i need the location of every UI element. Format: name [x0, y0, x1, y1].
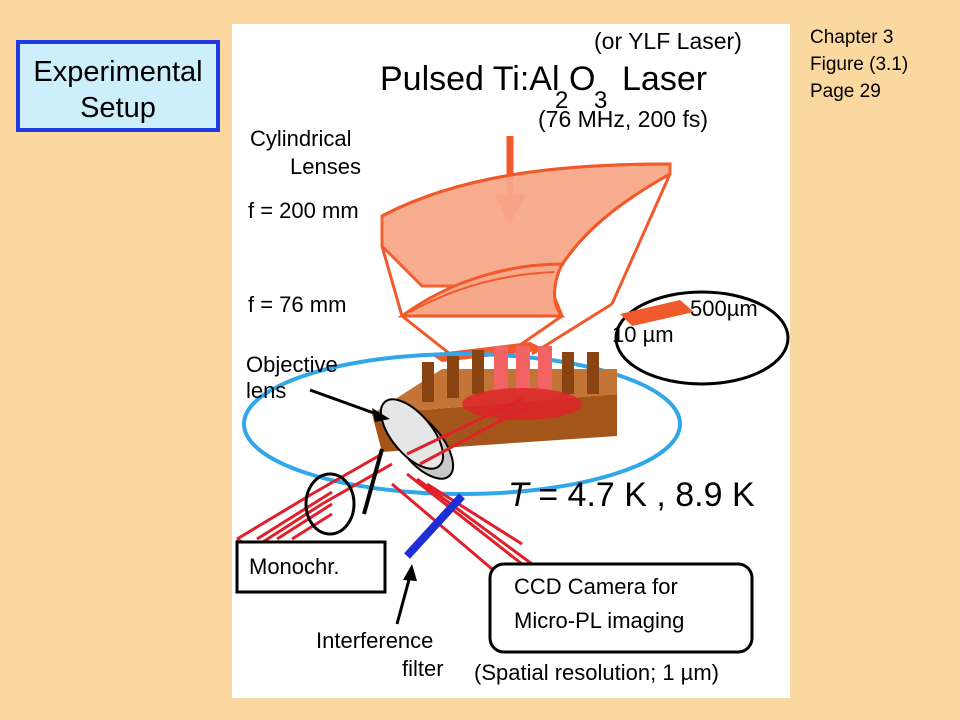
- temperature-label: T = 4.7 K , 8.9 K: [508, 476, 755, 515]
- cryostat-window: [242, 352, 682, 496]
- title-line-1: Experimental: [33, 56, 203, 88]
- spot-inset-shape: [620, 300, 694, 326]
- laser-subscript-2: 2: [555, 87, 569, 114]
- sample-ridges: [422, 350, 599, 402]
- setup-diagram: (or YLF Laser) Pulsed Ti:Al 2 O 3 Laser …: [232, 24, 790, 698]
- excited-ridges: [494, 346, 552, 392]
- chapter-label: Chapter 3: [810, 27, 894, 48]
- resolution-label: (Spatial resolution; 1 µm): [474, 660, 719, 685]
- objective-pointer: [309, 388, 383, 418]
- title-box: Experimental Setup: [16, 40, 220, 132]
- ccd-label-2: Micro-PL imaging: [514, 608, 685, 633]
- collection-lens: [304, 472, 356, 536]
- cylindrical-lens-76mm: [397, 262, 566, 318]
- spot-width-label: 10 µm: [612, 322, 674, 347]
- filter-pointer-head: [403, 564, 417, 581]
- temperature-symbol: T: [508, 476, 529, 514]
- interference-filter-shape: [404, 493, 465, 559]
- figure-label: Figure (3.1): [810, 54, 909, 75]
- laser-alt-label: (or YLF Laser): [594, 28, 742, 54]
- lens-lower-left: [401, 314, 451, 356]
- focal-length-200-label: f = 200 mm: [248, 198, 359, 223]
- frame-line-far: [610, 173, 672, 305]
- page-label: Page 29: [810, 81, 881, 102]
- objective-label-1: Objective: [246, 352, 338, 377]
- diagram-drawing: [235, 136, 790, 654]
- signal-beams: [236, 397, 533, 571]
- mono-beams: [256, 490, 333, 541]
- title-line-2: Setup: [80, 92, 156, 124]
- spot-inset: [614, 290, 790, 386]
- laser-name-o: O: [569, 60, 596, 98]
- spot-length-label: 500µm: [690, 296, 758, 321]
- cylindrical-lenses-label-1: Cylindrical: [250, 126, 352, 151]
- excitation-glow: [462, 388, 582, 420]
- frame-line-left: [380, 245, 404, 317]
- beam-splitter: [362, 448, 384, 515]
- laser-name-post: Laser: [622, 60, 708, 98]
- lens-edge-top: [381, 162, 671, 218]
- laser-name-pre: Pulsed Ti:Al: [380, 60, 560, 98]
- monochromator-box: [235, 540, 387, 594]
- objective-pointer-head: [372, 408, 390, 422]
- interference-label-1: Interference: [316, 628, 434, 653]
- lens-lower-far: [531, 302, 613, 356]
- filter-pointer: [395, 575, 412, 625]
- interference-label-2: filter: [402, 656, 444, 681]
- objective-lens-shape: [379, 398, 455, 480]
- cylindrical-lenses-label-2: Lenses: [290, 154, 361, 179]
- laser-name-label: Pulsed Ti:Al: [380, 60, 560, 99]
- objective-label-2: lens: [246, 378, 287, 403]
- focal-length-76-label: f = 76 mm: [248, 292, 347, 317]
- temperature-values: = 4.7 K , 8.9 K: [528, 476, 755, 514]
- ccd-camera-box: [488, 562, 754, 654]
- laser-params-label: (76 MHz, 200 fs): [538, 106, 708, 132]
- monochromator-label: Monochr.: [249, 554, 340, 579]
- small-lens-shade: [409, 271, 555, 313]
- figure-reference: Chapter 3 Figure (3.1) Page 29: [810, 24, 908, 105]
- laser-subscript-3: 3: [594, 87, 608, 114]
- ccd-label-1: CCD Camera for: [514, 574, 678, 599]
